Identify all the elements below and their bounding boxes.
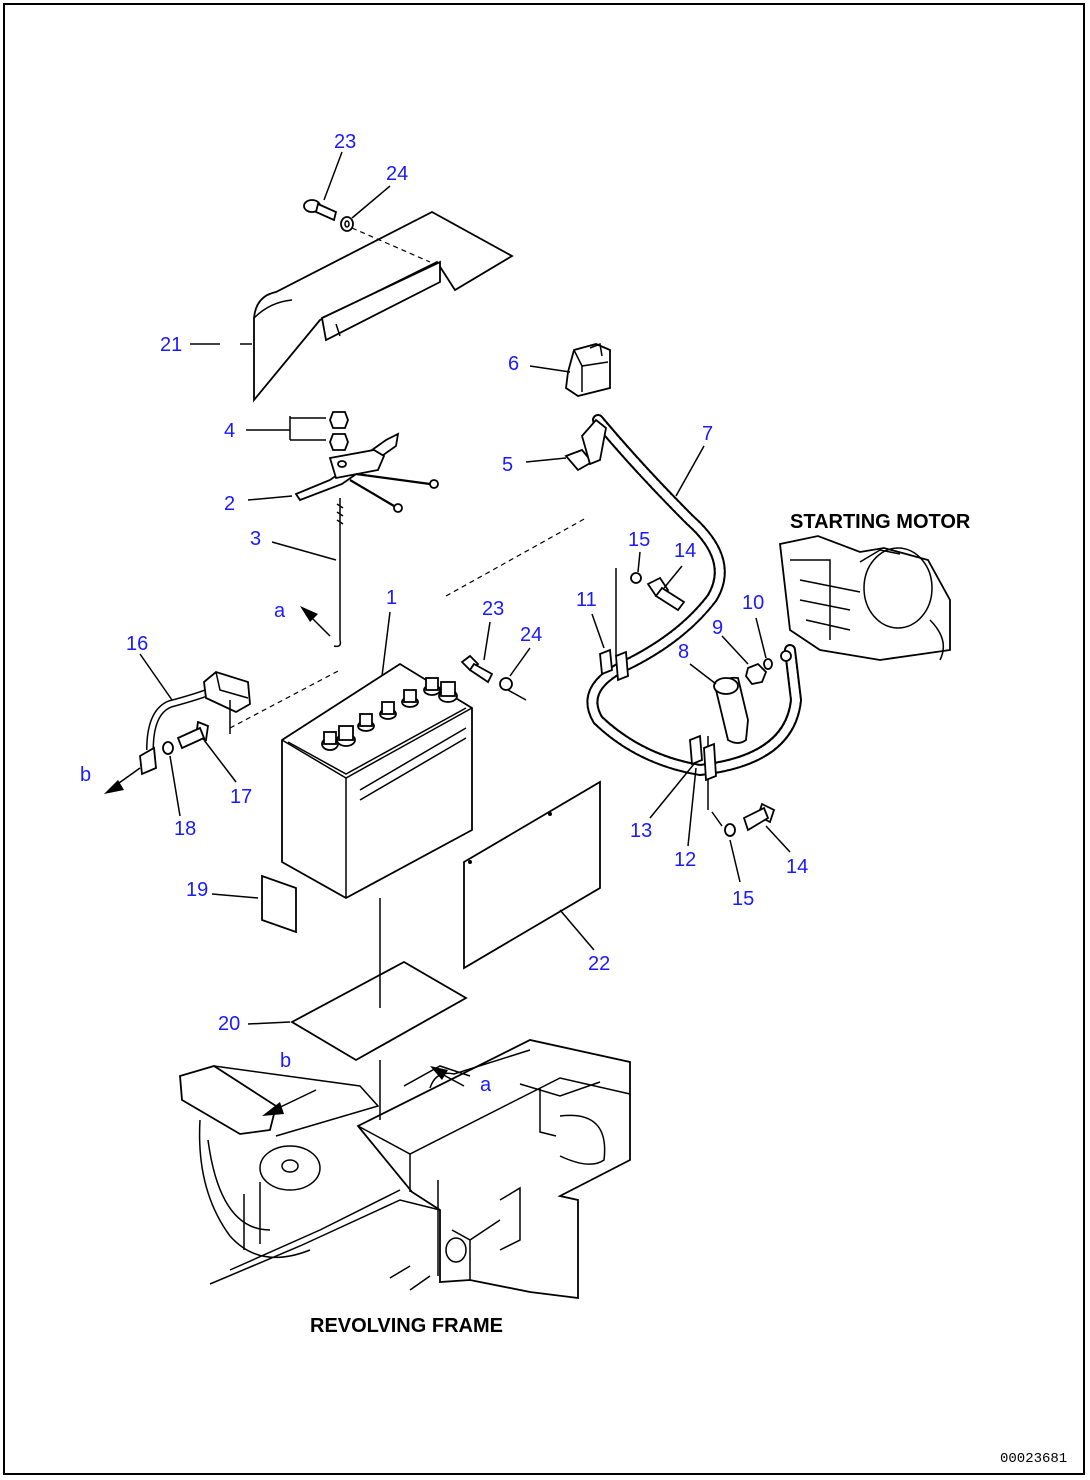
washer-part-10 [763, 658, 773, 670]
callout-14-upper: 14 [674, 540, 696, 562]
ref-letter-a-bottom: a [480, 1074, 492, 1096]
label-plate-part-19 [261, 874, 297, 934]
callout-7: 7 [702, 423, 713, 445]
callout-24-middle: 24 [520, 624, 542, 646]
terminal-part-5 [564, 418, 607, 472]
ref-letter-a-top: a [274, 600, 286, 622]
ref-arrow-a-bottom [430, 1066, 465, 1087]
ref-arrow-a-top [300, 606, 331, 637]
ref-arrow-b-bottom [262, 1089, 317, 1116]
revolving-frame-label: REVOLVING FRAME [310, 1315, 503, 1337]
callout-12: 12 [674, 849, 696, 871]
washer-part-18 [162, 741, 174, 755]
ref-arrow-b-top [104, 767, 141, 794]
bolt-part-14-upper [646, 576, 686, 612]
alignment-lines [229, 517, 723, 1276]
revolving-frame-illustration [179, 1039, 631, 1300]
starting-motor-illustration [779, 535, 951, 661]
battery-part-1 [281, 662, 473, 900]
callout-4: 4 [224, 420, 235, 442]
leader-lines [139, 151, 791, 1025]
callout-15-upper: 15 [628, 529, 650, 551]
callout-1: 1 [386, 587, 397, 609]
callout-20: 20 [218, 1013, 240, 1035]
callout-22: 22 [588, 953, 610, 975]
washer-part-24-middle [499, 677, 513, 691]
drawing-code: 00023681 [1000, 1451, 1067, 1467]
drawing-frame [3, 3, 1085, 1475]
washer-part-15-upper [630, 572, 642, 584]
terminal-cap-part-6 [565, 342, 611, 397]
bolt-part-23-top [303, 199, 338, 222]
callout-3: 3 [250, 528, 261, 550]
callout-18: 18 [174, 818, 196, 840]
starting-motor-label: STARTING MOTOR [790, 511, 971, 533]
ground-cable-part-16 [139, 670, 251, 776]
nuts-part-4 [329, 411, 349, 451]
callout-17: 17 [230, 786, 252, 808]
ref-letter-b-top: b [80, 764, 91, 786]
callout-8: 8 [678, 641, 689, 663]
callout-24-top: 24 [386, 163, 408, 185]
terminal-cover-part-8 [713, 676, 749, 744]
callout-labels: 23 24 21 6 4 7 5 2 3 15 14 1 11 10 23 9 … [126, 131, 808, 1035]
callout-13: 13 [630, 820, 652, 842]
ref-letter-b-bottom: b [280, 1050, 291, 1072]
callout-15-lower: 15 [732, 888, 754, 910]
bolt-part-17 [176, 720, 209, 750]
callout-16: 16 [126, 633, 148, 655]
hook-rod-part-3 [333, 498, 344, 648]
battery-hold-bracket-part-2 [294, 432, 439, 513]
callout-9: 9 [712, 617, 723, 639]
battery-mat-part-20 [290, 960, 468, 1062]
callout-19: 19 [186, 879, 208, 901]
bolt-part-23-middle [460, 654, 494, 684]
insulation-plate-part-22 [463, 780, 601, 970]
callout-23-middle: 23 [482, 598, 504, 620]
callout-6: 6 [508, 353, 519, 375]
clamp-part-12 [689, 734, 717, 810]
battery-cover-part-21 [253, 210, 514, 403]
callout-21: 21 [160, 334, 182, 356]
washer-part-24-top [340, 216, 354, 232]
callout-10: 10 [742, 592, 764, 614]
callout-5: 5 [502, 454, 513, 476]
battery-cable-part-7 [586, 414, 803, 777]
reference-letters: a b b a [80, 600, 492, 1096]
nut-part-9 [745, 662, 768, 685]
callout-11: 11 [576, 589, 597, 611]
washer-part-15-lower [724, 823, 736, 837]
clamp-part-11 [599, 568, 629, 682]
callout-14-lower: 14 [786, 856, 808, 878]
bolt-part-14-lower [742, 802, 776, 832]
callout-2: 2 [224, 493, 235, 515]
callout-23-top: 23 [334, 131, 356, 153]
